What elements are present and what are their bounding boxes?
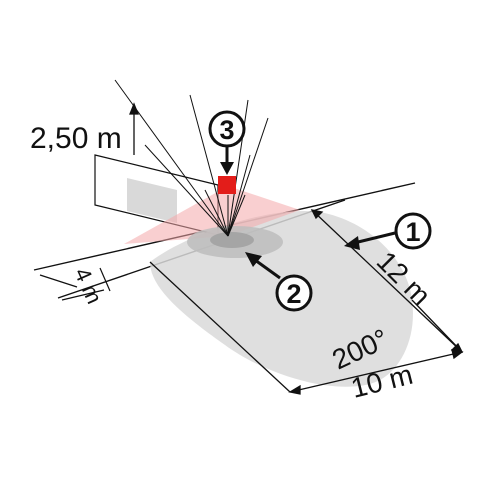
callout-3-number: 3	[219, 115, 234, 145]
ray-5	[227, 117, 269, 237]
callout-2-leader	[254, 258, 281, 280]
ray-2	[144, 144, 229, 237]
callout-3-circle	[208, 110, 246, 148]
window	[127, 178, 177, 223]
ray-9	[227, 194, 246, 237]
callout-1-circle	[394, 212, 432, 250]
sensor-icon	[218, 176, 236, 194]
length-ext-a	[149, 261, 291, 393]
length-ext-b	[411, 299, 463, 353]
callout-1-arrowhead	[344, 236, 360, 250]
callout-1-number: 1	[405, 217, 420, 247]
mount-height-label: 2,50 m	[30, 122, 122, 155]
width-line	[99, 267, 111, 292]
callout-2-circle	[275, 274, 313, 312]
callout-2-arrowhead	[245, 252, 262, 267]
width-dimension	[39, 267, 111, 301]
callout-3-arrowhead	[220, 162, 234, 175]
callout-1: 1	[344, 212, 432, 250]
height-arrowhead	[129, 102, 139, 115]
height-dimension	[129, 102, 139, 155]
beam-fan	[124, 186, 300, 244]
callout-3: 3	[208, 110, 246, 175]
length-dimension	[149, 261, 464, 395]
length-arrowhead-left	[288, 384, 301, 395]
ray-6	[227, 154, 251, 237]
depth-line	[311, 209, 463, 353]
callout-2-number: 2	[286, 279, 301, 309]
ray-8	[204, 189, 229, 237]
length-arrowhead-right	[451, 349, 464, 360]
callout-1-leader	[353, 231, 396, 245]
length-line	[289, 351, 463, 393]
width-tick-b	[61, 289, 105, 301]
callout-2: 2	[245, 252, 313, 312]
width-tick-a	[39, 274, 78, 288]
depth-arrowhead-top	[310, 209, 324, 220]
ray-3	[189, 94, 229, 237]
ray-4	[227, 99, 249, 237]
center-zone	[210, 232, 254, 248]
